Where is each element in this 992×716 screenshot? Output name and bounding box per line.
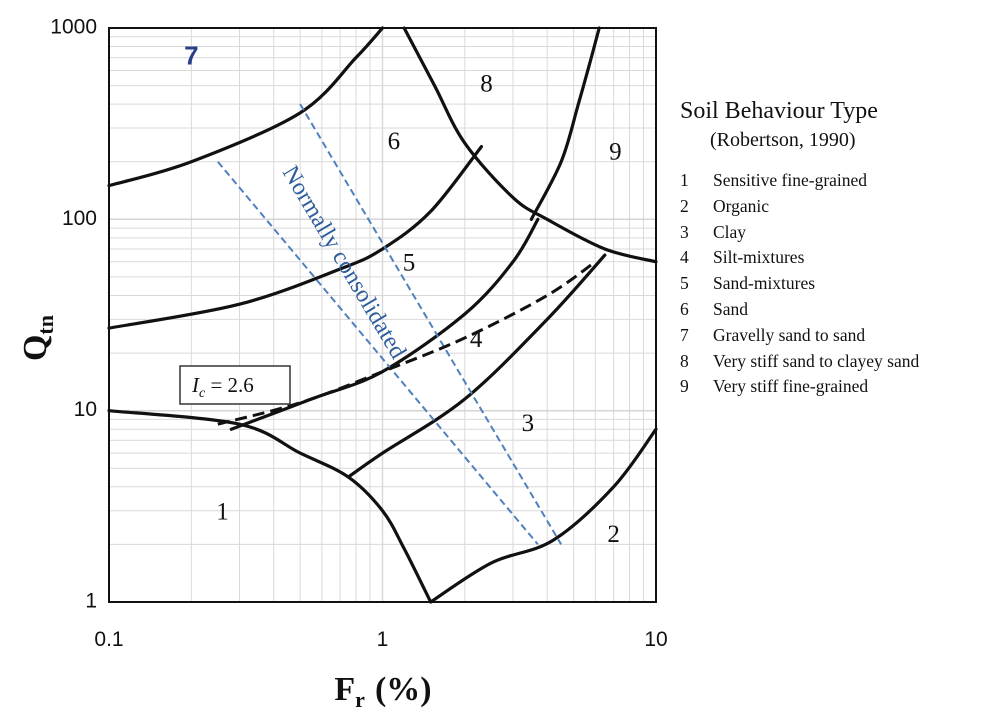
ic-line-group bbox=[217, 260, 597, 426]
zone-label-7: 7 bbox=[184, 41, 198, 71]
boundary-b-6-7 bbox=[107, 26, 385, 188]
y-tick-label: 100 bbox=[62, 207, 97, 230]
legend-item-6: 6 Sand bbox=[680, 297, 985, 323]
legend-item-8: 8 Very stiff sand to clayey sand bbox=[680, 349, 985, 375]
nc-upper-line bbox=[299, 103, 563, 545]
legend-item-number: 9 bbox=[680, 376, 689, 397]
zone-label-2: 2 bbox=[607, 521, 620, 548]
legend-item-number: 8 bbox=[680, 350, 689, 371]
legend-item-label: Very stiff fine-grained bbox=[713, 376, 869, 397]
legend-item-3: 3 Clay bbox=[680, 220, 985, 246]
ic-label-frame bbox=[179, 365, 291, 405]
ic-symbol: I bbox=[191, 373, 200, 397]
legend-item-label: Sand bbox=[713, 298, 748, 319]
zone-label-6: 6 bbox=[388, 128, 401, 155]
legend-item-label: Organic bbox=[713, 195, 770, 216]
ic-label-text: Ic = 2.6 bbox=[191, 373, 254, 401]
y-axis-label-main: Q bbox=[17, 335, 54, 361]
boundary-b-1-2 bbox=[429, 427, 658, 604]
nc-lower-line bbox=[217, 161, 539, 546]
ic-line bbox=[217, 260, 597, 426]
legend-item-number: 2 bbox=[680, 195, 689, 216]
boundary-b-5-6 bbox=[107, 144, 484, 330]
x-tick-label: 1 bbox=[377, 628, 389, 651]
x-axis-label-sub: r bbox=[355, 687, 365, 712]
zone-label-9: 9 bbox=[609, 139, 622, 166]
legend-item-number: 6 bbox=[680, 298, 689, 319]
legend-title: Soil Behaviour Type bbox=[680, 98, 878, 124]
legend-item-label: Sand-mixtures bbox=[713, 273, 816, 294]
legend-item-label: Gravelly sand to sand bbox=[713, 324, 866, 345]
x-axis-label-main: F bbox=[334, 671, 355, 708]
tick-labels: 1 10 100 1000 0.1 1 10 bbox=[50, 16, 667, 651]
x-axis-label-unit: (%) bbox=[375, 671, 432, 708]
normally-consolidated-label: Normally consolidated bbox=[277, 161, 411, 363]
legend-item-label: Sensitive fine-grained bbox=[713, 170, 868, 190]
legend-item-number: 4 bbox=[680, 247, 689, 268]
boundary-b-1-upper bbox=[107, 409, 433, 604]
legend-item-number: 1 bbox=[680, 170, 689, 190]
legend-item-number: 3 bbox=[680, 221, 689, 242]
ic-value: = 2.6 bbox=[205, 373, 254, 397]
zone-label-8: 8 bbox=[480, 70, 493, 97]
y-tick-label: 1 bbox=[85, 590, 97, 613]
zone-label-5: 5 bbox=[403, 249, 416, 276]
legend-item-5: 5 Sand-mixtures bbox=[680, 271, 985, 297]
legend-item-label: Clay bbox=[713, 221, 747, 242]
x-tick-label: 0.1 bbox=[94, 628, 123, 651]
legend-item-label: Silt-mixtures bbox=[713, 247, 805, 268]
boundary-b-8-9 bbox=[529, 26, 601, 221]
zone-labels: 1 2 3 4 5 6 7 8 9 bbox=[184, 41, 621, 549]
boundary-b-8-left bbox=[402, 26, 658, 264]
zone-label-4: 4 bbox=[470, 326, 483, 353]
legend-items: 1 Sensitive fine-grained 2 Organic 3 Clay 4 Sil… bbox=[680, 168, 985, 400]
boundary-b-3-4 bbox=[346, 253, 607, 479]
plot-frame bbox=[108, 27, 657, 603]
ic-subscript: c bbox=[199, 386, 206, 401]
legend-item-1: 1 Sensitive fine-grained bbox=[680, 168, 985, 194]
legend-item-7: 7 Gravelly sand to sand bbox=[680, 323, 985, 349]
normally-consolidated-lines bbox=[217, 103, 563, 546]
legend-subtitle: (Robertson, 1990) bbox=[710, 129, 856, 151]
y-axis-label: Qtn bbox=[17, 315, 58, 361]
zone-label-3: 3 bbox=[522, 410, 535, 437]
legend-item-9: 9 Very stiff fine-grained bbox=[680, 374, 985, 400]
legend-item-2: 2 Organic bbox=[680, 194, 985, 220]
boundary-curves bbox=[107, 26, 658, 604]
ic-label-box: Ic = 2.6 bbox=[179, 365, 291, 405]
legend-item-number: 7 bbox=[680, 324, 689, 345]
x-axis-label: Fr (%) bbox=[334, 671, 431, 712]
chart-grid bbox=[109, 28, 656, 602]
legend-item-label: Very stiff sand to clayey sand bbox=[713, 350, 920, 371]
y-tick-label: 1000 bbox=[50, 16, 97, 39]
legend-item-number: 5 bbox=[680, 273, 689, 294]
legend-item-4: 4 Silt-mixtures bbox=[680, 245, 985, 271]
y-axis-label-sub: tn bbox=[33, 315, 58, 335]
y-tick-label: 10 bbox=[74, 398, 97, 421]
x-tick-label: 10 bbox=[644, 628, 667, 651]
zone-label-1: 1 bbox=[216, 498, 229, 525]
